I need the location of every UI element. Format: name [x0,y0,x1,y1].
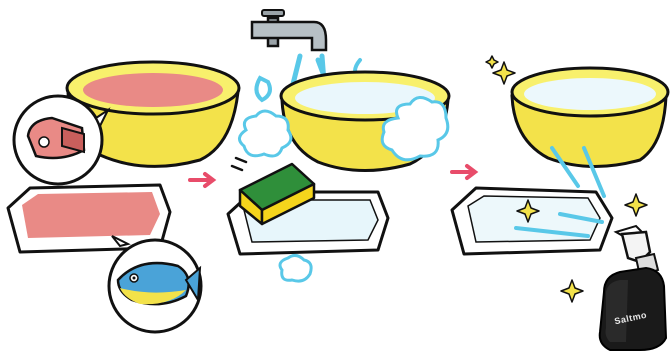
spray-bottle-icon: Saltmo [600,226,666,350]
clean-bowl [512,68,668,167]
motion-lines [232,158,246,170]
arrow-right-icon [190,174,213,186]
arrow-right-icon [452,166,475,178]
faucet-icon [252,10,326,50]
step-dirty-dishes [8,62,239,332]
step-washing [228,10,449,281]
step-sanitizing: Saltmo [452,56,668,350]
